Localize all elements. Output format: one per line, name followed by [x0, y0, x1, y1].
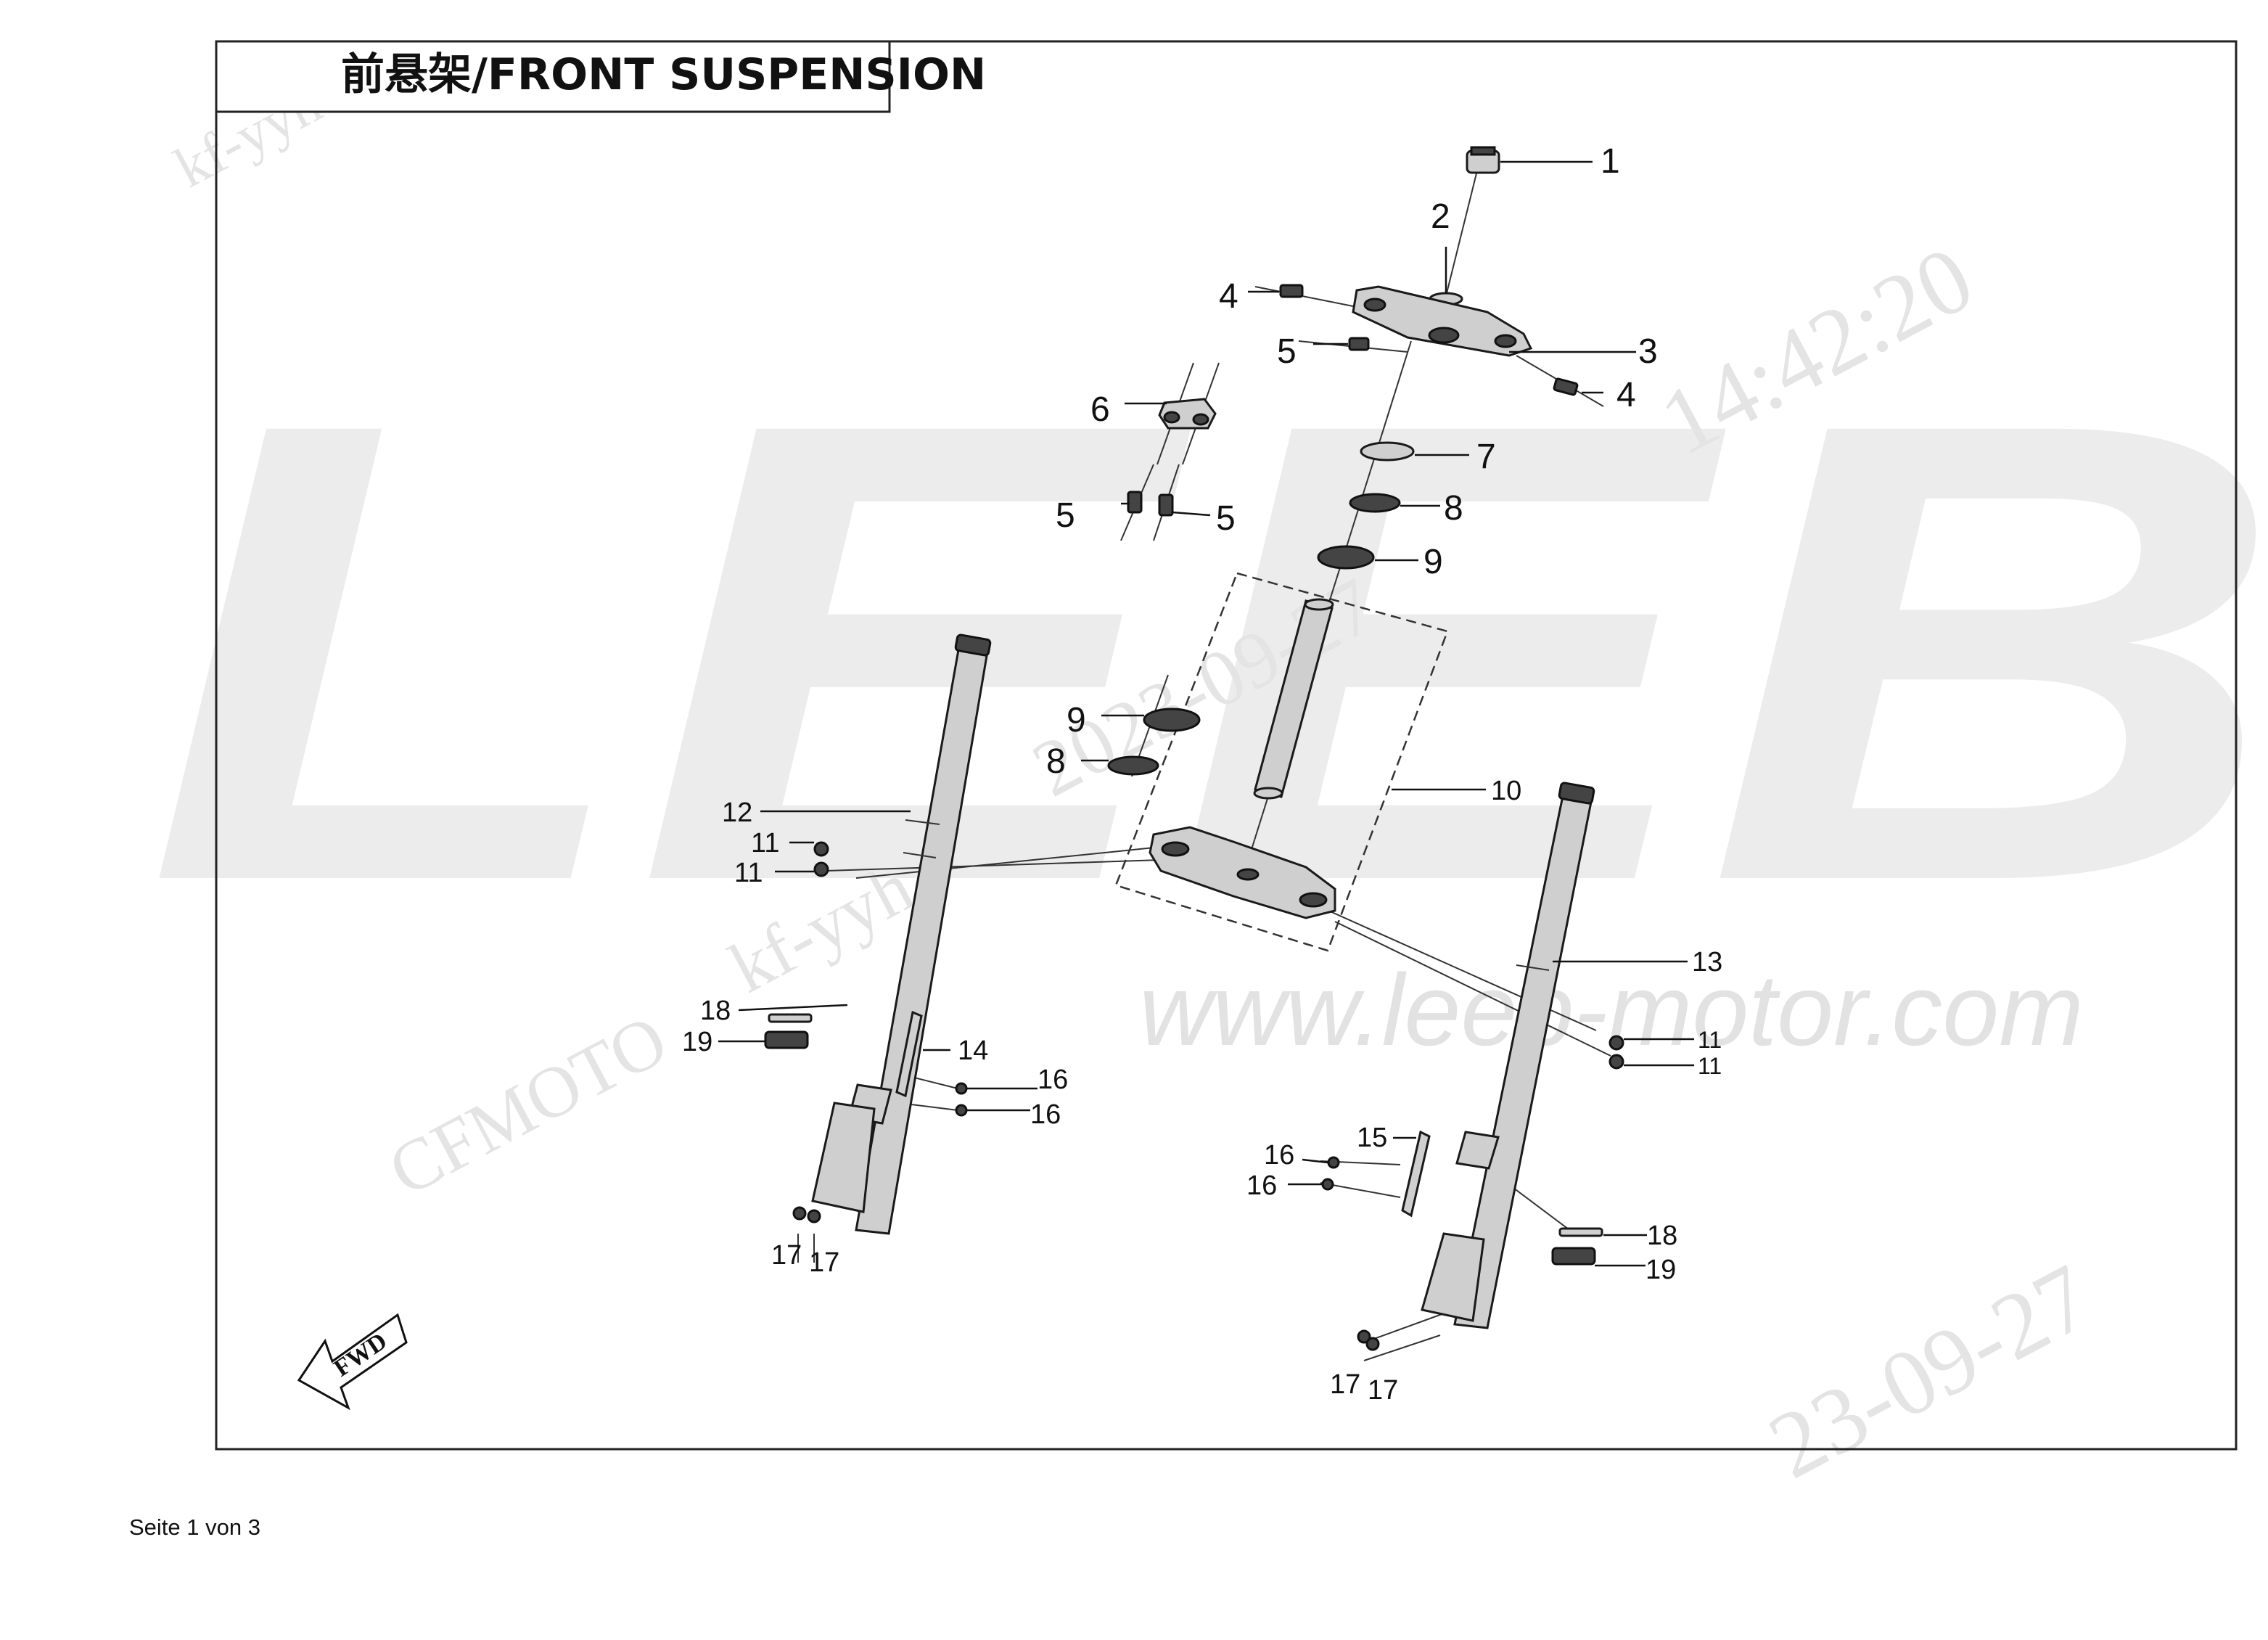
callout-12: 12	[722, 798, 752, 828]
page-title: 前悬架/FRONT SUSPENSION	[341, 49, 986, 100]
handlebar-clamp	[1158, 398, 1217, 430]
callout-8: 8	[1444, 489, 1463, 528]
callout-4: 4	[1616, 376, 1636, 414]
oil-seal	[1558, 1227, 1603, 1237]
callout-5: 5	[1216, 499, 1236, 538]
right-bracket	[1401, 1130, 1431, 1218]
lower-triple-clamp	[1149, 826, 1336, 919]
stem-assembly-outline	[1114, 572, 1449, 952]
bearing	[1143, 708, 1201, 732]
bracket-screw	[955, 1082, 968, 1095]
callout-15: 15	[1357, 1123, 1387, 1153]
callout-19: 19	[1645, 1255, 1676, 1285]
steering-stem	[1253, 598, 1334, 800]
bearing-race	[1107, 755, 1159, 776]
fork-pinch-bolt	[1608, 1035, 1624, 1051]
callout-16: 16	[1030, 1099, 1061, 1130]
callout-11: 11	[734, 858, 763, 888]
callout-6: 6	[1090, 390, 1110, 429]
forward-arrow-icon: FWD	[297, 1313, 408, 1411]
callout-17: 17	[1368, 1375, 1398, 1406]
callout-4: 4	[1219, 277, 1238, 316]
fork-pinch-bolt	[813, 841, 829, 857]
callout-2: 2	[1431, 197, 1450, 236]
left-bracket	[895, 1010, 923, 1098]
callout-16: 16	[1246, 1170, 1277, 1201]
callout-17: 17	[1330, 1369, 1360, 1400]
stem-cap-bolt	[1466, 146, 1500, 174]
callout-5: 5	[1056, 496, 1075, 535]
callout-11: 11	[1698, 1027, 1722, 1053]
callout-labels: 1 2 3 4 4 5 5 5 6 7 8 9 9 8 10 12 11 11 …	[682, 142, 1722, 1406]
bearing	[1317, 545, 1375, 570]
stem-nut	[1360, 441, 1415, 462]
page-footer: Seite 1 von 3	[129, 1514, 260, 1540]
callout-8: 8	[1046, 742, 1066, 781]
fork-pinch-bolt	[1608, 1054, 1624, 1070]
upper-triple-clamp	[1352, 285, 1533, 357]
callout-9: 9	[1423, 543, 1443, 581]
callout-3: 3	[1638, 332, 1658, 371]
callout-13: 13	[1692, 947, 1722, 977]
axle-screw	[807, 1209, 821, 1223]
axle-screw	[1365, 1337, 1380, 1351]
dust-boot	[764, 1030, 809, 1049]
bearing-race	[1349, 493, 1401, 513]
bracket-screw	[1321, 1178, 1334, 1191]
parts	[764, 146, 1624, 1351]
callout-16: 16	[1038, 1065, 1068, 1095]
oil-seal	[768, 1013, 813, 1023]
callout-18: 18	[700, 996, 731, 1026]
callout-14: 14	[958, 1036, 988, 1066]
fork-pinch-bolt	[813, 861, 829, 877]
callout-11: 11	[1698, 1053, 1722, 1079]
callout-19: 19	[682, 1027, 712, 1057]
callout-18: 18	[1647, 1221, 1677, 1251]
title-box	[215, 40, 891, 113]
clamp-bolt	[1553, 377, 1579, 396]
bracket-screw	[955, 1104, 968, 1117]
callout-17: 17	[809, 1247, 839, 1278]
callout-9: 9	[1067, 701, 1086, 739]
pinch-bolt	[1127, 491, 1143, 514]
pinch-bolt	[1158, 493, 1174, 517]
right-fork-tube	[1421, 782, 1595, 1329]
callout-11: 11	[751, 828, 779, 858]
callout-5: 5	[1277, 332, 1297, 371]
pinch-bolt	[1348, 337, 1370, 351]
watermark-url: www.leeb-motor.com	[1139, 953, 2084, 1067]
diagram-frame	[215, 40, 2238, 1451]
leader-lines	[718, 160, 1694, 1267]
axle-screw	[1357, 1329, 1371, 1344]
callout-7: 7	[1476, 438, 1496, 476]
callout-16: 16	[1264, 1140, 1294, 1170]
callout-17: 17	[771, 1240, 802, 1271]
left-fork-tube	[811, 634, 992, 1235]
watermark-maker: CFMOTO	[376, 999, 679, 1212]
callout-10: 10	[1491, 776, 1521, 806]
axle-screw	[792, 1206, 807, 1221]
bracket-screw	[1327, 1156, 1340, 1169]
watermark-layer: LEEB www.leeb-motor.com CFMOTO kf-yyh kf…	[145, 71, 2268, 1499]
watermark-date-2: 23-09-27	[1753, 1245, 2107, 1499]
dust-boot	[1551, 1247, 1596, 1266]
callout-1: 1	[1601, 142, 1620, 181]
clamp-bolt	[1279, 284, 1304, 298]
